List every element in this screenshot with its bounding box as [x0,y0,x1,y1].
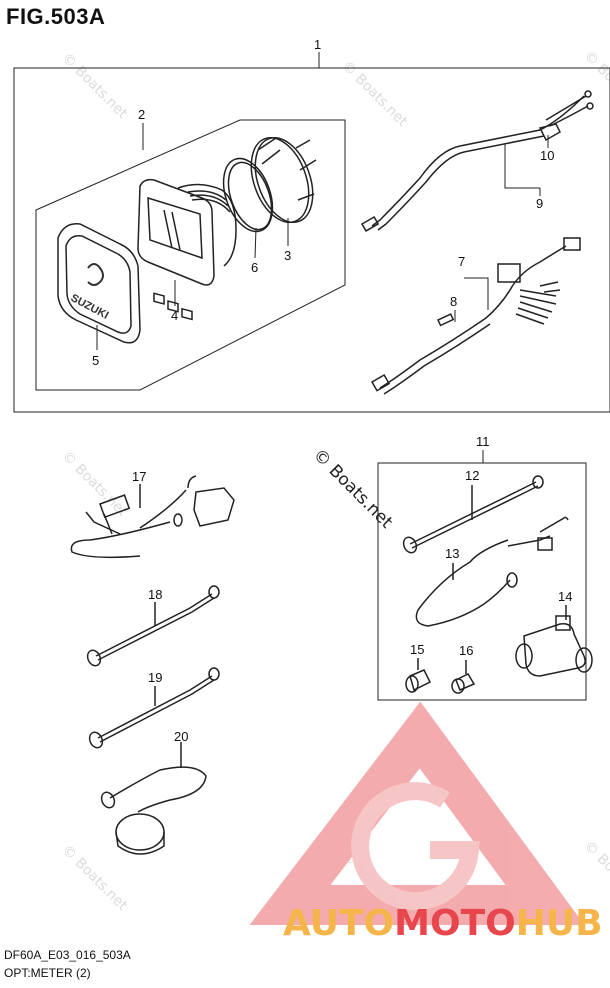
terminator-15 [405,658,432,693]
figure-title: FIG.503A [6,4,106,29]
figure-code: DF60A_E03_016_503A [4,948,131,962]
figure-description: OPT:METER (2) [4,966,91,980]
callout-4: 4 [171,308,178,323]
callout-6: 6 [251,260,258,275]
callout-17: 17 [132,469,146,484]
gauge-logo-text: SUZUKI [69,292,111,322]
callout-15: 15 [410,642,424,657]
callout-16: 16 [459,643,473,658]
callout-2: 2 [138,107,145,122]
harness-9 [360,90,594,232]
leader-lines-7-8 [454,277,489,322]
nut-ring-3 [250,136,317,224]
terminator-16 [451,660,476,694]
brand-wordmark: AUTOMOTOHUB [283,903,603,944]
callout-10: 10 [540,148,554,163]
callout-18: 18 [148,587,162,602]
cable-18 [86,585,220,667]
sensor-20 [100,742,207,855]
leader-lines-9-10 [504,135,549,196]
kit-box-1 [13,52,610,413]
callout-9: 9 [536,196,543,211]
brand-part-moto: MOTO [394,903,516,944]
harness-7 [370,237,581,395]
kit-box-11 [377,450,587,701]
callout-11: 11 [476,434,490,449]
t-connector-14 [515,605,593,677]
cable-17 [70,475,235,559]
callout-13: 13 [445,546,459,561]
gauge-4 [137,178,237,321]
brand-part-hub: HUB [515,903,603,944]
leader-lines-box1 [96,218,289,350]
callout-numbers: 1 2 3 4 5 6 7 8 9 10 11 12 13 14 15 16 1… [92,37,572,744]
fuse-8 [437,313,455,327]
o-ring-6 [222,157,274,233]
callout-14: 14 [558,589,572,604]
callout-12: 12 [465,468,479,483]
gauge-cover-5: SUZUKI [57,223,141,344]
callout-7: 7 [458,254,465,269]
callout-5: 5 [92,353,99,368]
cable-13 [415,516,569,627]
callout-1: 1 [314,37,321,52]
callout-20: 20 [174,729,188,744]
callout-19: 19 [148,670,162,685]
brand-triangle-logo [249,701,585,925]
cable-19 [88,667,220,749]
cable-12 [402,475,544,554]
sub-box-2 [35,119,346,391]
brand-part-auto: AUTO [283,903,395,944]
callout-8: 8 [450,294,457,309]
callout-3: 3 [284,248,291,263]
